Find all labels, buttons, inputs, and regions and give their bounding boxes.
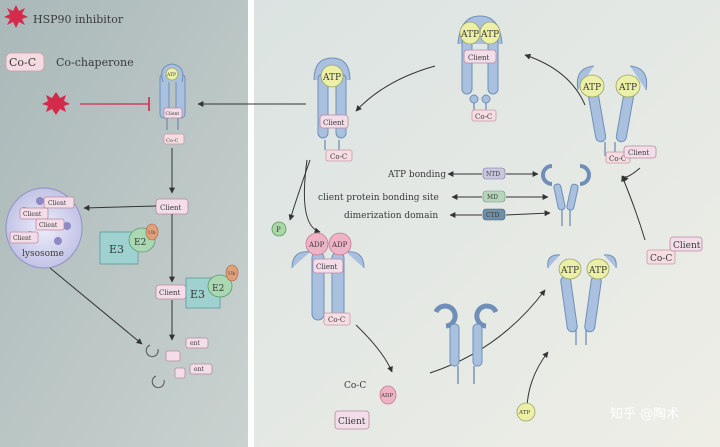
e2-label-1: E2: [134, 238, 146, 248]
phosphate-label: P: [276, 226, 281, 234]
domain-tag-0: NTD: [486, 171, 500, 178]
hsp90-open-atp: ATP ATP Co-C Client: [576, 65, 657, 164]
top-client-label: Client: [468, 54, 489, 62]
ur-coc-label: Co-C: [609, 155, 626, 163]
inhibited-atp-label: ATP: [166, 72, 176, 78]
inhibited-client-label: Client: [166, 111, 180, 117]
adp-right-label: ADP: [331, 241, 348, 249]
incoming-coc-label: Co-C: [650, 254, 672, 264]
legend-inhibitor-label: HSP90 inhibitor: [33, 13, 124, 26]
client-node-1: Client: [155, 198, 189, 215]
lysosome-label: lysosome: [22, 249, 64, 259]
hsp90-closed-atp: ATP ATP Client Co-C: [457, 15, 503, 122]
incoming-atp: ATP: [516, 402, 536, 422]
top-atp-right: ATP: [480, 30, 499, 40]
domain-label-2: dimerization domain: [344, 211, 438, 221]
lysosome: Client Client Client Client lysosome: [5, 187, 83, 269]
adp-coc-label: Co-C: [328, 316, 345, 324]
lr-atp-left: ATP: [560, 266, 579, 276]
client-node-2: Client: [155, 284, 187, 300]
hsp90-domain-schematic: [541, 164, 591, 226]
domain-label-0: ATP bonding: [387, 170, 446, 180]
domain-legend: ATP bonding NTD client protein bonding s…: [318, 167, 551, 221]
ubiquitin-ligase-complex-1: E3 E2 Ub: [99, 223, 159, 265]
inhibitor-star-icon: [4, 5, 28, 28]
ur-client-label: Client: [628, 149, 649, 157]
legend-cochaperone-box: [5, 52, 45, 72]
domain-tag-1: MD: [487, 194, 498, 201]
ur-atp-left: ATP: [582, 83, 601, 93]
lysosome-client-4: Client: [13, 235, 32, 242]
fragment-ent-2: ent: [194, 366, 204, 373]
top-atp-left: ATP: [460, 30, 479, 40]
lysosome-client-1: Client: [48, 200, 67, 207]
released-products: Co-C ADP Client: [334, 381, 397, 430]
ub-label-2: Ub: [228, 271, 235, 277]
inhibition-marker: [42, 92, 150, 115]
domain-tag-2: CTD: [486, 212, 500, 219]
ul-atp-label: ATP: [322, 73, 341, 83]
fragment-ent-1: ent: [190, 340, 200, 347]
release-client-label: Client: [338, 417, 366, 427]
hsp90-atp-bound: ATP ATP: [547, 254, 617, 345]
e3-label-2: E3: [190, 288, 205, 301]
hsp90-inhibited: ATP Client Co-C: [159, 63, 186, 145]
lysosome-client-3: Client: [39, 222, 58, 229]
ubiquitin-ligase-complex-2: E3 E2 Ub: [185, 264, 239, 309]
adp-left-label: ADP: [308, 241, 325, 249]
inhibitor-burst-icon: [42, 92, 70, 115]
legend-cochaperone-tag: Co-C: [9, 56, 36, 69]
incoming-atp-label: ATP: [518, 410, 530, 416]
degraded-fragments: ent ent: [145, 337, 213, 389]
incoming-client-label: Client: [673, 241, 701, 251]
ul-client-label: Client: [323, 119, 344, 127]
client-label-1: Client: [160, 204, 181, 212]
hsp90-closed-adp: ADP ADP Client Co-C: [291, 232, 365, 326]
cycle-arrows: [197, 53, 646, 409]
domain-tag-box-0: [482, 167, 506, 180]
top-coc-label: Co-C: [475, 113, 492, 121]
release-coc-label: Co-C: [344, 381, 366, 391]
domain-label-1: client protein bonding site: [318, 193, 439, 203]
hsp90-open-apo: [433, 303, 499, 384]
e3-label-1: E3: [109, 243, 124, 256]
ul-coc-label: Co-C: [330, 153, 347, 161]
legend: HSP90 inhibitor Co-C Co-chaperone: [4, 5, 134, 72]
domain-tag-box-1: [482, 190, 506, 203]
watermark: 知乎 @陶术: [610, 406, 679, 422]
inhibited-coc-label: Co-C: [166, 138, 179, 144]
release-adp-label: ADP: [380, 393, 393, 399]
hsp90-atp-client: ATP Client Co-C: [313, 57, 353, 162]
ub-label-1: Ub: [148, 230, 155, 236]
e2-label-2: E2: [212, 284, 224, 294]
lysosome-client-2: Client: [23, 211, 42, 218]
legend-cochaperone-label: Co-chaperone: [56, 56, 134, 69]
incoming-coc-client: Co-C Client: [646, 236, 703, 265]
adp-client-label: Client: [316, 263, 337, 271]
domain-tag-box-2: [482, 208, 506, 221]
client-label-2: Client: [159, 289, 180, 297]
phosphate: P: [271, 221, 287, 237]
lr-atp-right: ATP: [588, 266, 607, 276]
ur-atp-right: ATP: [618, 83, 637, 93]
